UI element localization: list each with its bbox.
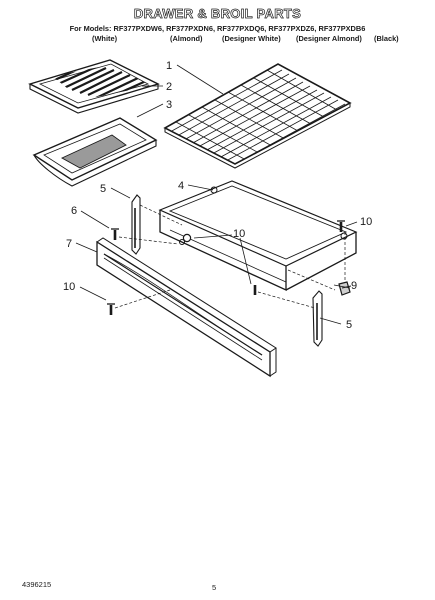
variant-designer-almond: (Designer Almond)	[296, 34, 362, 43]
variant-black: (Black)	[374, 34, 399, 43]
drawer-slide-right	[312, 290, 323, 347]
document-number: 4396215	[22, 580, 52, 589]
phantom-lines	[114, 204, 346, 309]
callout-10-right: 10	[360, 216, 372, 228]
callout-5-lower: 5	[346, 319, 352, 331]
callout-7: 7	[66, 238, 72, 250]
callout-2: 2	[166, 81, 172, 93]
variant-almond: (Almond)	[170, 34, 203, 43]
drawer-front-panel	[96, 237, 277, 378]
variant-white: (White)	[92, 34, 118, 43]
variant-designer-white: (Designer White)	[222, 34, 281, 43]
callout-6: 6	[71, 205, 77, 217]
broiler-grid	[28, 59, 160, 114]
callout-3: 3	[166, 99, 172, 111]
leader-lines	[75, 64, 358, 325]
page-number: 5	[212, 583, 217, 592]
drawer-liner	[158, 180, 358, 292]
models-line: For Models: RF377PXDW6, RF377PXDN6, RF37…	[69, 24, 366, 33]
callout-1: 1	[166, 60, 172, 72]
callout-10-left: 10	[63, 281, 75, 293]
broiler-pan	[32, 117, 158, 187]
callout-9: 9	[351, 280, 357, 292]
callout-4: 4	[178, 180, 184, 192]
drawer-slide-left	[131, 194, 141, 255]
page-title: DRAWER & BROIL PARTS	[133, 6, 302, 22]
callout-5-upper: 5	[100, 183, 106, 195]
callout-10-center: 10	[233, 228, 245, 240]
model-variants: (White) (Almond) (Designer White) (Desig…	[0, 34, 435, 44]
oven-rack	[163, 63, 352, 169]
